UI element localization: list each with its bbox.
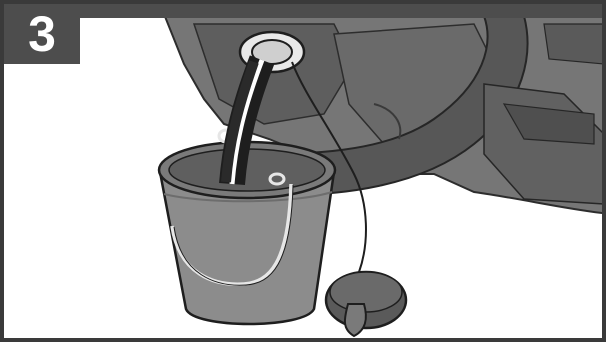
step-number-badge: 3 — [4, 4, 80, 64]
cap-icon — [326, 272, 406, 336]
header-band — [80, 4, 606, 18]
drain-illustration — [4, 4, 606, 342]
